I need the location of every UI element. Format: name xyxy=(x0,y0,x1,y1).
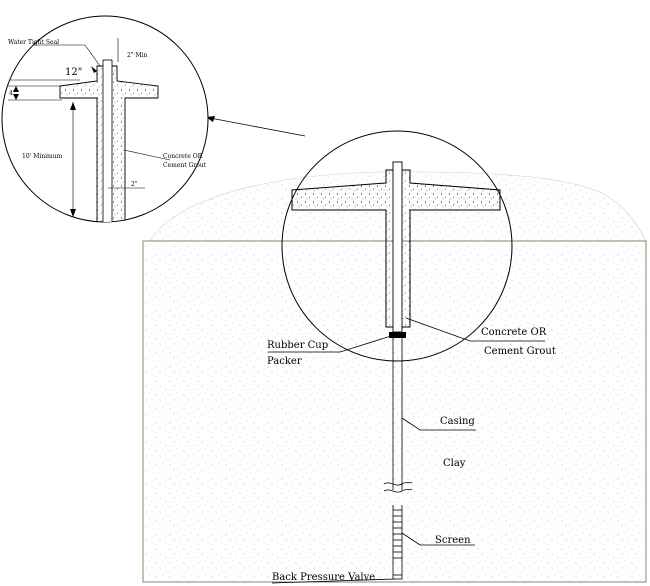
rubber-cup-packer xyxy=(389,332,406,338)
leader-lines xyxy=(209,117,545,584)
detail-concrete-or: Concrete OR xyxy=(163,153,203,160)
label-screen: Screen xyxy=(435,535,471,546)
label-back-pressure-valve: Back Pressure Valve xyxy=(272,572,375,583)
screen-section xyxy=(393,509,402,559)
detail-10-minimum: 10' Minimum xyxy=(22,153,63,160)
detail-inset-drawing xyxy=(8,38,171,222)
label-clay: Clay xyxy=(443,458,466,469)
label-casing: Casing xyxy=(440,416,475,427)
detail-2-min: 2" Min xyxy=(127,52,148,59)
label-cement-grout: Cement Grout xyxy=(484,346,556,357)
detail-callout-circle xyxy=(281,130,513,362)
detail-water-tight-seal: Water Tight Seal xyxy=(8,39,59,46)
pipe-break-symbol xyxy=(383,481,413,493)
detail-12-inch: 12" xyxy=(65,67,82,78)
detail-4-inch: 4" xyxy=(9,90,16,97)
label-rubber-cup: Rubber Cup xyxy=(267,340,328,351)
back-pressure-valve-mark xyxy=(392,574,403,580)
label-packer: Packer xyxy=(267,356,302,367)
detail-2-inch: 2" xyxy=(131,181,138,188)
detail-cement-grout: Cement Grout xyxy=(163,162,207,169)
label-concrete-or: Concrete OR xyxy=(481,327,547,338)
